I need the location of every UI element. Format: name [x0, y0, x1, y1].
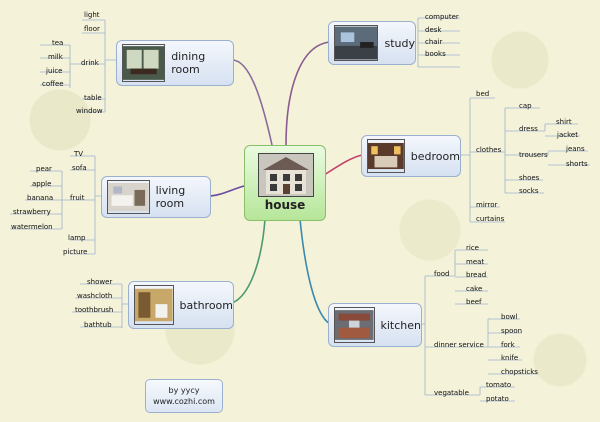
leaf-picture[interactable]: picture: [63, 248, 88, 256]
leaf-cake[interactable]: cake: [466, 285, 483, 293]
living-room-label: living room: [155, 184, 186, 210]
leaf-milk[interactable]: milk: [48, 53, 63, 61]
leaf-vegatable[interactable]: vegatable: [434, 389, 469, 397]
leaf-jacket[interactable]: jacket: [557, 131, 578, 139]
leaf-jeans[interactable]: jeans: [566, 145, 585, 153]
leaf-computer[interactable]: computer: [425, 13, 459, 21]
leaf-watermelon[interactable]: watermelon: [11, 223, 53, 231]
house-title: house: [264, 198, 306, 212]
dining-room-label: dining room: [171, 50, 206, 76]
kitchen-label: kitchen: [380, 318, 422, 332]
leaf-clothes[interactable]: clothes: [476, 146, 502, 154]
bedroom-photo: [367, 139, 405, 173]
dining-room-photo: [122, 44, 166, 82]
living-room-photo: [107, 180, 150, 214]
bedroom-node[interactable]: bedroom: [361, 135, 461, 177]
leaf-potato[interactable]: potato: [486, 395, 509, 403]
leaf-banana[interactable]: banana: [27, 194, 54, 202]
living-room-node[interactable]: living room: [101, 176, 211, 218]
leaf-shorts[interactable]: shorts: [566, 160, 588, 168]
leaf-dress[interactable]: dress: [519, 125, 538, 133]
leaf-apple[interactable]: apple: [32, 180, 52, 188]
leaf-desk[interactable]: desk: [425, 26, 442, 34]
author-signature: by yycy www.cozhi.com: [145, 379, 223, 413]
bathroom-label: bathroom: [179, 298, 233, 312]
study-node[interactable]: study: [328, 21, 416, 65]
leaf-shirt[interactable]: shirt: [556, 118, 572, 126]
leaf-light[interactable]: light: [84, 11, 100, 19]
house-photo: [258, 153, 314, 197]
leaf-shoes[interactable]: shoes: [519, 174, 540, 182]
leaf-fork[interactable]: fork: [501, 341, 515, 349]
leaf-bowl[interactable]: bowl: [501, 313, 518, 321]
bathroom-node[interactable]: bathroom: [128, 281, 234, 329]
leaf-tv[interactable]: TV: [74, 150, 84, 158]
leaf-food[interactable]: food: [434, 270, 450, 278]
leaf-strawberry[interactable]: strawberry: [13, 208, 51, 216]
leaf-pear[interactable]: pear: [36, 165, 52, 173]
leaf-fruit[interactable]: fruit: [70, 194, 85, 202]
leaf-bread[interactable]: bread: [466, 271, 487, 279]
leaf-socks[interactable]: socks: [519, 187, 539, 195]
leaf-washcloth[interactable]: washcloth: [77, 292, 113, 300]
leaf-beef[interactable]: beef: [466, 298, 482, 306]
leaf-spoon[interactable]: spoon: [501, 327, 523, 335]
study-photo: [334, 25, 379, 61]
leaf-tea[interactable]: tea: [52, 39, 64, 47]
dining-room-node[interactable]: dining room: [116, 40, 234, 86]
leaf-chair[interactable]: chair: [425, 38, 443, 46]
leaf-lamp[interactable]: lamp: [68, 234, 86, 242]
leaf-shower[interactable]: shower: [87, 278, 113, 286]
leaf-drink[interactable]: drink: [81, 59, 99, 67]
leaf-trousers[interactable]: trousers: [519, 151, 548, 159]
leaf-cap[interactable]: cap: [519, 102, 532, 110]
leaf-meat[interactable]: meat: [466, 258, 485, 266]
kitchen-photo: [334, 307, 375, 343]
signature-line-2: www.cozhi.com: [153, 397, 215, 406]
bedroom-label: bedroom: [410, 149, 460, 163]
leaf-dinner-service[interactable]: dinner service: [434, 341, 484, 349]
leaf-window[interactable]: window: [76, 107, 103, 115]
kitchen-node[interactable]: kitchen: [328, 303, 422, 347]
leaf-knife[interactable]: knife: [501, 354, 519, 362]
leaf-curtains[interactable]: curtains: [476, 215, 505, 223]
study-label: study: [384, 36, 415, 50]
leaf-toothbrush[interactable]: toothbrush: [75, 306, 114, 314]
house-node[interactable]: house: [244, 145, 326, 221]
leaf-coffee[interactable]: coffee: [42, 80, 64, 88]
leaf-mirror[interactable]: mirror: [476, 201, 498, 209]
leaf-tomato[interactable]: tomato: [486, 381, 512, 389]
leaf-table[interactable]: table: [84, 94, 102, 102]
leaf-rice[interactable]: rice: [466, 244, 479, 252]
leaf-sofa[interactable]: sofa: [72, 164, 87, 172]
bathroom-photo: [134, 285, 174, 325]
leaf-books[interactable]: books: [425, 50, 446, 58]
signature-line-1: by yycy: [168, 386, 200, 395]
leaf-juice[interactable]: juice: [46, 67, 63, 75]
leaf-bed[interactable]: bed: [476, 90, 490, 98]
leaf-bathtub[interactable]: bathtub: [84, 321, 112, 329]
leaf-chopsticks[interactable]: chopsticks: [501, 368, 538, 376]
leaf-floor[interactable]: floor: [84, 25, 100, 33]
